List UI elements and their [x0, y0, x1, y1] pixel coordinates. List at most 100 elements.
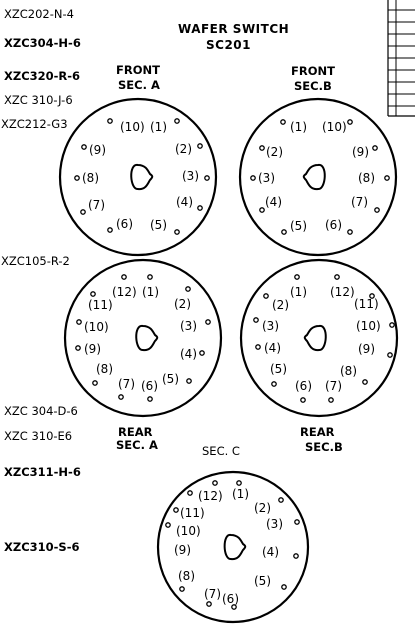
terminal-label: (10) [84, 320, 109, 334]
wafer-ring [156, 470, 310, 624]
terminal-label: (7) [204, 587, 221, 601]
wafer-ring [238, 97, 398, 257]
terminal-label: (2) [174, 297, 191, 311]
terminal-eyelet [334, 274, 340, 280]
terminal-label: (9) [84, 342, 101, 356]
front-a-label-line2: SEC. A [118, 78, 160, 92]
terminal-eyelet [76, 319, 82, 325]
wafer-rear-b: (1) (12) (11) (10) (9) (8) (7) (6) (5) (… [239, 258, 399, 418]
terminal-eyelet [294, 519, 300, 525]
terminal-label: (4) [265, 195, 282, 209]
rear-a-label-line2: SEC. A [116, 438, 158, 452]
terminal-label: (7) [351, 195, 368, 209]
terminal-label: (2) [254, 501, 271, 515]
terminal-label: (6) [116, 217, 133, 231]
terminal-eyelet [278, 497, 284, 503]
rear-a-label-line1: REAR [118, 425, 153, 439]
terminal-eyelet [231, 604, 237, 610]
terminal-eyelet [250, 175, 256, 181]
wafer-sec-c: (12) (1) (2) (3) (4) (5) (6) (7) (8) (9)… [156, 470, 310, 624]
terminal-label: (10) [120, 120, 145, 134]
rear-b-label-line2: SEC.B [305, 440, 343, 454]
terminal-label: (5) [270, 362, 287, 376]
terminal-eyelet [174, 229, 180, 235]
terminal-label: (9) [352, 145, 369, 159]
terminal-label: (1) [232, 487, 249, 501]
terminal-eyelet [259, 207, 265, 213]
terminal-label: (3) [180, 319, 197, 333]
terminal-eyelet [374, 207, 380, 213]
terminal-eyelet [362, 379, 368, 385]
terminal-label: (3) [258, 171, 275, 185]
terminal-eyelet [179, 586, 185, 592]
title-line1: WAFER SWITCH [178, 22, 289, 36]
wire-labels: XZC202-N-4 XZC304-H-6 XZC320-R-6 XZC 310… [1, 7, 81, 554]
terminal-label: (10) [322, 120, 347, 134]
terminal-label: (2) [272, 298, 289, 312]
wafer-rear-a: (12) (1) (2) (3) (4) (5) (6) (7) (8) (9)… [63, 258, 223, 418]
wire-label: XZC 304-D-6 [4, 404, 78, 418]
terminal-label: (8) [358, 171, 375, 185]
terminal-label: (7) [88, 198, 105, 212]
terminal-eyelet [74, 175, 80, 181]
terminal-eyelet [205, 319, 211, 325]
sec-c-label: SEC. C [202, 444, 240, 458]
terminal-label: (9) [89, 143, 106, 157]
terminal-label: (9) [174, 543, 191, 557]
terminal-eyelet [389, 322, 395, 328]
terminal-eyelet [347, 229, 353, 235]
terminal-eyelet [294, 274, 300, 280]
terminal-label: (10) [356, 319, 381, 333]
terminal-label: (2) [175, 142, 192, 156]
terminal-eyelet [147, 396, 153, 402]
wafer-ring [58, 97, 218, 257]
terminal-eyelet [121, 274, 127, 280]
terminal-eyelet [80, 209, 86, 215]
terminal-eyelet [387, 352, 393, 358]
terminal-eyelet [204, 175, 210, 181]
terminal-eyelet [253, 317, 259, 323]
wire-label: XZC 310-E6 [4, 429, 72, 443]
terminal-eyelet [118, 394, 124, 400]
terminal-label: (6) [222, 592, 239, 606]
terminal-eyelet [369, 293, 375, 299]
terminal-eyelet [174, 118, 180, 124]
title-line2: SC201 [206, 38, 251, 52]
terminal-label: (3) [262, 319, 279, 333]
wire-label: XZC320-R-6 [4, 69, 80, 83]
terminal-label: (5) [290, 219, 307, 233]
wire-label: XZC 310-J-6 [4, 93, 73, 107]
terminal-eyelet [259, 145, 265, 151]
wafer-front-a: (10) (1) (2) (3) (4) (5) (6) (7) (8) (9) [58, 97, 218, 257]
terminal-label: (4) [176, 195, 193, 209]
wafer-ring [63, 258, 223, 418]
wafer-front-b: (1) (10) (9) (8) (7) (6) (5) (4) (3) (2) [238, 97, 398, 257]
terminal-label: (8) [82, 171, 99, 185]
front-b-label-line1: FRONT [291, 64, 335, 78]
terminal-label: (4) [180, 347, 197, 361]
terminal-label: (12) [198, 489, 223, 503]
terminal-eyelet [173, 507, 179, 513]
terminal-label: (5) [254, 574, 271, 588]
terminal-label: (4) [262, 545, 279, 559]
wire-label: XZC310-S-6 [4, 540, 79, 554]
wire-label: XZC311-H-6 [4, 465, 81, 479]
terminal-label: (7) [325, 379, 342, 393]
terminal-label: (12) [330, 285, 355, 299]
terminal-label: (8) [340, 364, 357, 378]
terminal-eyelet [90, 291, 96, 297]
terminal-eyelet [186, 378, 192, 384]
terminal-eyelet [197, 205, 203, 211]
terminal-eyelet [271, 381, 277, 387]
terminal-eyelet [347, 119, 353, 125]
terminal-label: (1) [290, 120, 307, 134]
terminal-label: (6) [325, 218, 342, 232]
terminal-eyelet [92, 380, 98, 386]
terminal-eyelet [107, 118, 113, 124]
terminal-label: (1) [142, 285, 159, 299]
terminal-label: (2) [266, 145, 283, 159]
terminal-eyelet [212, 480, 218, 486]
terminal-label: (8) [178, 569, 195, 583]
terminal-eyelet [263, 293, 269, 299]
